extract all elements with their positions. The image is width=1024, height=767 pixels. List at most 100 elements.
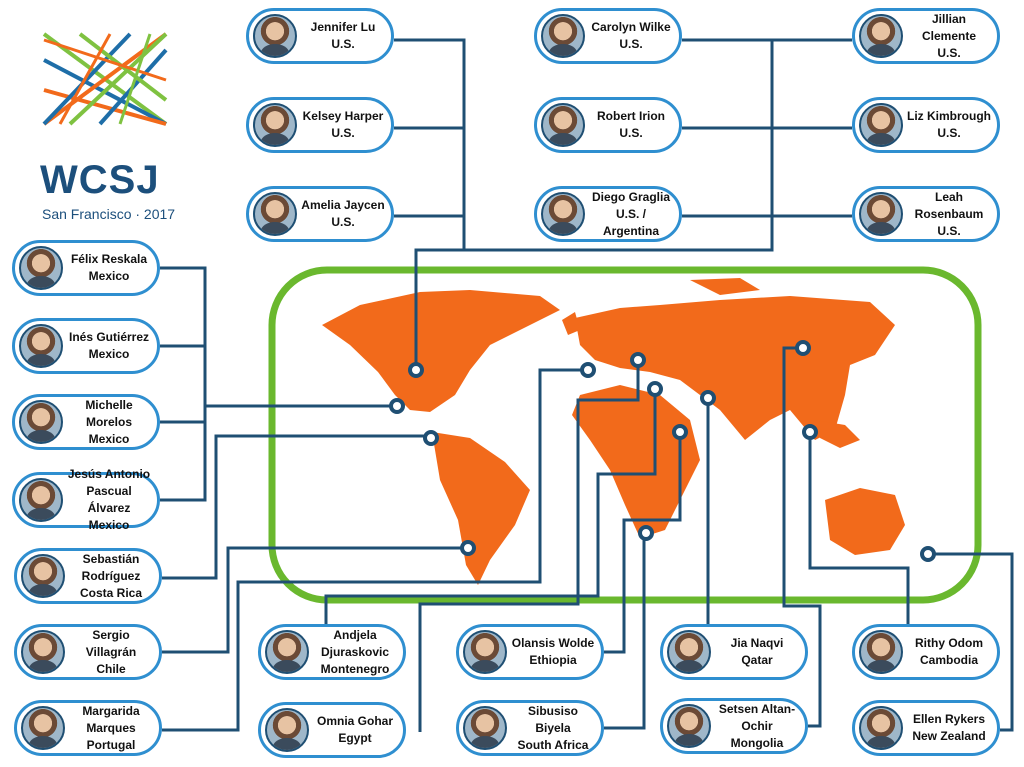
avatar [859, 630, 903, 674]
location-marker [389, 398, 405, 414]
location-marker [920, 546, 936, 562]
connector-line [604, 432, 682, 654]
avatar [541, 103, 585, 147]
logo-subtitle: San Francisco · 2017 [42, 206, 176, 222]
connector-line [162, 368, 588, 732]
location-marker [408, 362, 424, 378]
location-marker [647, 381, 663, 397]
avatar [265, 630, 309, 674]
location-marker [460, 540, 476, 556]
connector-line [162, 434, 431, 580]
location-marker [638, 525, 654, 541]
person-name: Liz Kimbrough [907, 109, 991, 123]
connector-line [604, 533, 646, 730]
location-marker [423, 430, 439, 446]
person-country: U.S. [331, 37, 355, 51]
avatar [19, 478, 63, 522]
connector-line [808, 432, 910, 624]
person-name: Jesús Antonio Pascual Álvarez [67, 467, 151, 515]
avatar [265, 708, 309, 752]
location-marker [580, 362, 596, 378]
person-name: Sebastián Rodríguez [81, 551, 141, 583]
connector-line [418, 360, 640, 732]
person-name: Margarida Marques [82, 703, 140, 735]
person-name: Jia Naqvi [730, 636, 784, 650]
connector-line [782, 346, 822, 728]
person-country: U.S. [937, 126, 961, 140]
person-name: Omnia Gohar [316, 714, 393, 728]
avatar [253, 192, 297, 236]
person-name: Amelia Jaycen [301, 198, 385, 212]
avatar [253, 103, 297, 147]
person-country: Montenegro [320, 661, 390, 676]
person-name: Leah Rosenbaum [914, 189, 984, 221]
connector-line [162, 546, 468, 654]
avatar [667, 704, 711, 748]
person-name: Jennifer Lu [310, 20, 376, 34]
location-marker [700, 390, 716, 406]
person-country: U.S. [937, 45, 961, 60]
person-country: Costa Rica [79, 585, 143, 600]
avatar [21, 706, 65, 750]
person-country: Qatar [741, 653, 773, 667]
person-country: Mexico [88, 431, 130, 446]
connector-line [324, 389, 657, 624]
person-name: Sergio Villagrán [85, 627, 137, 659]
location-marker [802, 424, 818, 440]
person-country: South Africa [517, 737, 589, 752]
connector-line [160, 266, 207, 502]
person-country: U.S. [937, 223, 961, 238]
person-country: U.S. [619, 126, 643, 140]
person-country: Chile [96, 661, 126, 676]
person-name: Carolyn Wilke [591, 20, 671, 34]
avatar [859, 14, 903, 58]
person-country: Mexico [88, 347, 130, 361]
location-marker [630, 352, 646, 368]
person-country: Mexico [88, 518, 130, 532]
person-country: U.S. [331, 215, 355, 229]
avatar [463, 630, 507, 674]
person-name: Kelsey Harper [302, 109, 384, 123]
person-card-jennifer-lu: Jennifer Lu U.S. [246, 8, 394, 64]
person-name: Diego Graglia [591, 189, 671, 204]
person-name: Jillian Clemente [921, 11, 977, 43]
avatar [859, 192, 903, 236]
avatar [541, 192, 585, 236]
avatar [667, 630, 711, 674]
person-name: Robert Irion [597, 109, 665, 123]
person-country: U.S. / Argentina [602, 206, 659, 238]
person-name: Andjela Djuraskovic [320, 627, 390, 659]
person-name: Sibusiso Biyela [527, 703, 578, 735]
location-markers [389, 340, 936, 562]
person-country: Ethiopia [529, 653, 577, 667]
avatar [19, 400, 63, 444]
location-marker [795, 340, 811, 356]
avatar [541, 14, 585, 58]
person-country: U.S. [331, 126, 355, 140]
person-country: Portugal [86, 737, 136, 752]
person-name: Setsen Altan-Ochir [718, 701, 796, 733]
location-marker [672, 424, 688, 440]
person-country: Mexico [88, 269, 130, 283]
